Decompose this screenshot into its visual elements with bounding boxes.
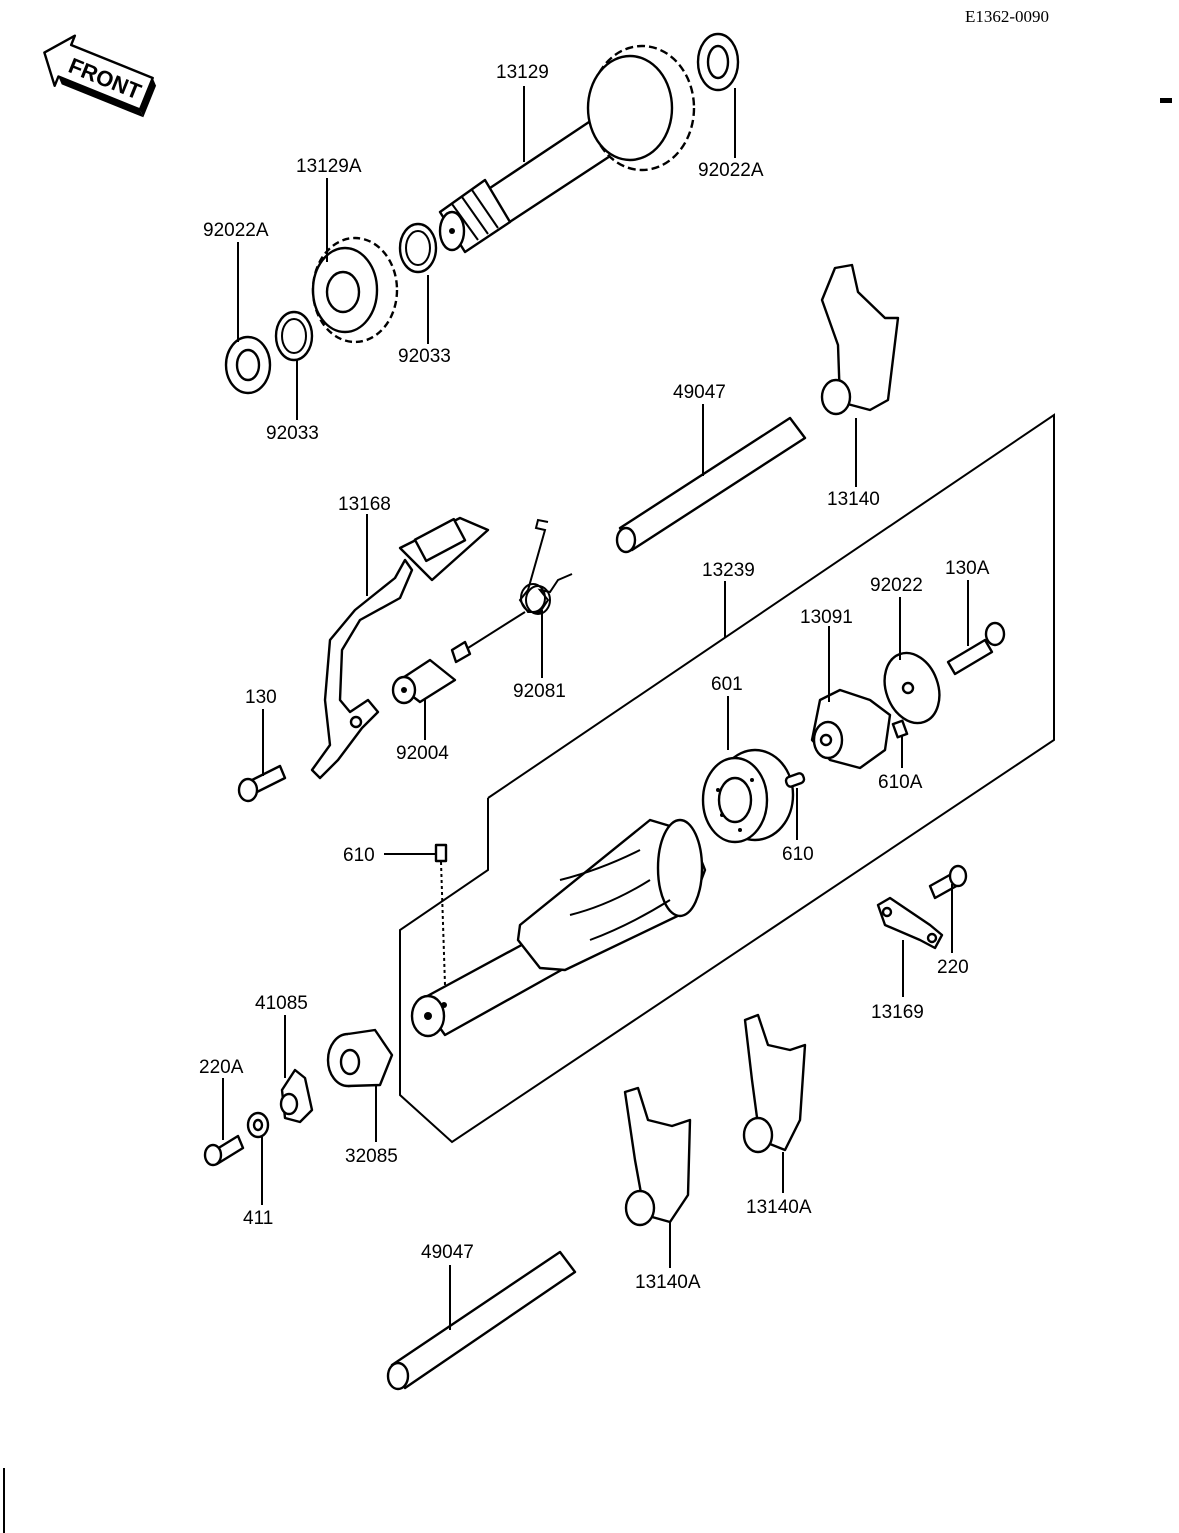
leader-lines — [222, 86, 969, 1330]
label-32085: 32085 — [345, 1146, 398, 1167]
label-610-right: 610 — [782, 844, 814, 865]
bolt-220A — [203, 1134, 245, 1167]
label-92004: 92004 — [396, 743, 449, 764]
collar-32085 — [326, 1028, 394, 1088]
pivot-92004 — [391, 611, 526, 705]
bearing-601 — [701, 748, 795, 844]
shift-rod-49047-top — [615, 416, 807, 554]
pin-610A — [891, 719, 909, 739]
label-13129A: 13129A — [296, 156, 362, 177]
plate-13169 — [876, 896, 944, 950]
label-220A: 220A — [199, 1057, 244, 1078]
pin-610-left — [434, 843, 448, 863]
margin-mark — [1160, 98, 1172, 103]
label-92022A-left: 92022A — [203, 220, 269, 241]
plate-92022 — [883, 651, 941, 725]
label-92033-left: 92033 — [266, 423, 319, 444]
pin-610-right — [784, 772, 806, 788]
label-13239: 13239 — [702, 560, 755, 581]
label-130: 130 — [245, 687, 277, 708]
shift-fork-13140 — [820, 263, 900, 416]
label-411: 411 — [243, 1208, 273, 1229]
label-92081: 92081 — [513, 681, 566, 702]
shift-fork-13140A-left — [623, 1086, 692, 1227]
bolt-130A — [946, 621, 1006, 676]
label-13140A-left: 13140A — [635, 1272, 701, 1293]
spring-92081 — [518, 518, 573, 615]
label-92022A-top: 92022A — [698, 160, 764, 181]
shift-rod-49047-bottom — [386, 1250, 577, 1391]
washer-411 — [246, 1111, 270, 1139]
label-610A: 610A — [878, 772, 923, 793]
label-49047-top: 49047 — [673, 382, 726, 403]
shift-fork-13140A-right — [742, 1013, 807, 1154]
label-13168: 13168 — [338, 494, 391, 515]
label-13129: 13129 — [496, 62, 549, 83]
label-49047-bottom: 49047 — [421, 1242, 474, 1263]
gear-13129 — [586, 44, 696, 172]
label-13140: 13140 — [827, 489, 880, 510]
label-13169: 13169 — [871, 1002, 924, 1023]
bolt-220 — [928, 864, 968, 900]
label-92033-right: 92033 — [398, 346, 451, 367]
label-13091: 13091 — [800, 607, 853, 628]
cam-13091 — [810, 688, 892, 770]
assembly-frame — [399, 413, 1055, 1144]
label-220: 220 — [937, 957, 969, 978]
label-130A: 130A — [945, 558, 990, 579]
bolt-130 — [237, 764, 287, 803]
front-arrow-icon: FRONT — [43, 34, 157, 118]
label-41085: 41085 — [255, 993, 308, 1014]
diagram-code: E1362-0090 — [965, 7, 1049, 26]
shift-pedal-13168 — [310, 516, 490, 780]
label-601: 601 — [711, 674, 743, 695]
label-92022: 92022 — [870, 575, 923, 596]
label-610-left: 610 — [343, 845, 375, 866]
label-13140A-right: 13140A — [746, 1197, 812, 1218]
shift-drum-13239 — [410, 818, 707, 1038]
gear-13129A — [311, 236, 399, 344]
lever-41085 — [279, 1068, 314, 1124]
